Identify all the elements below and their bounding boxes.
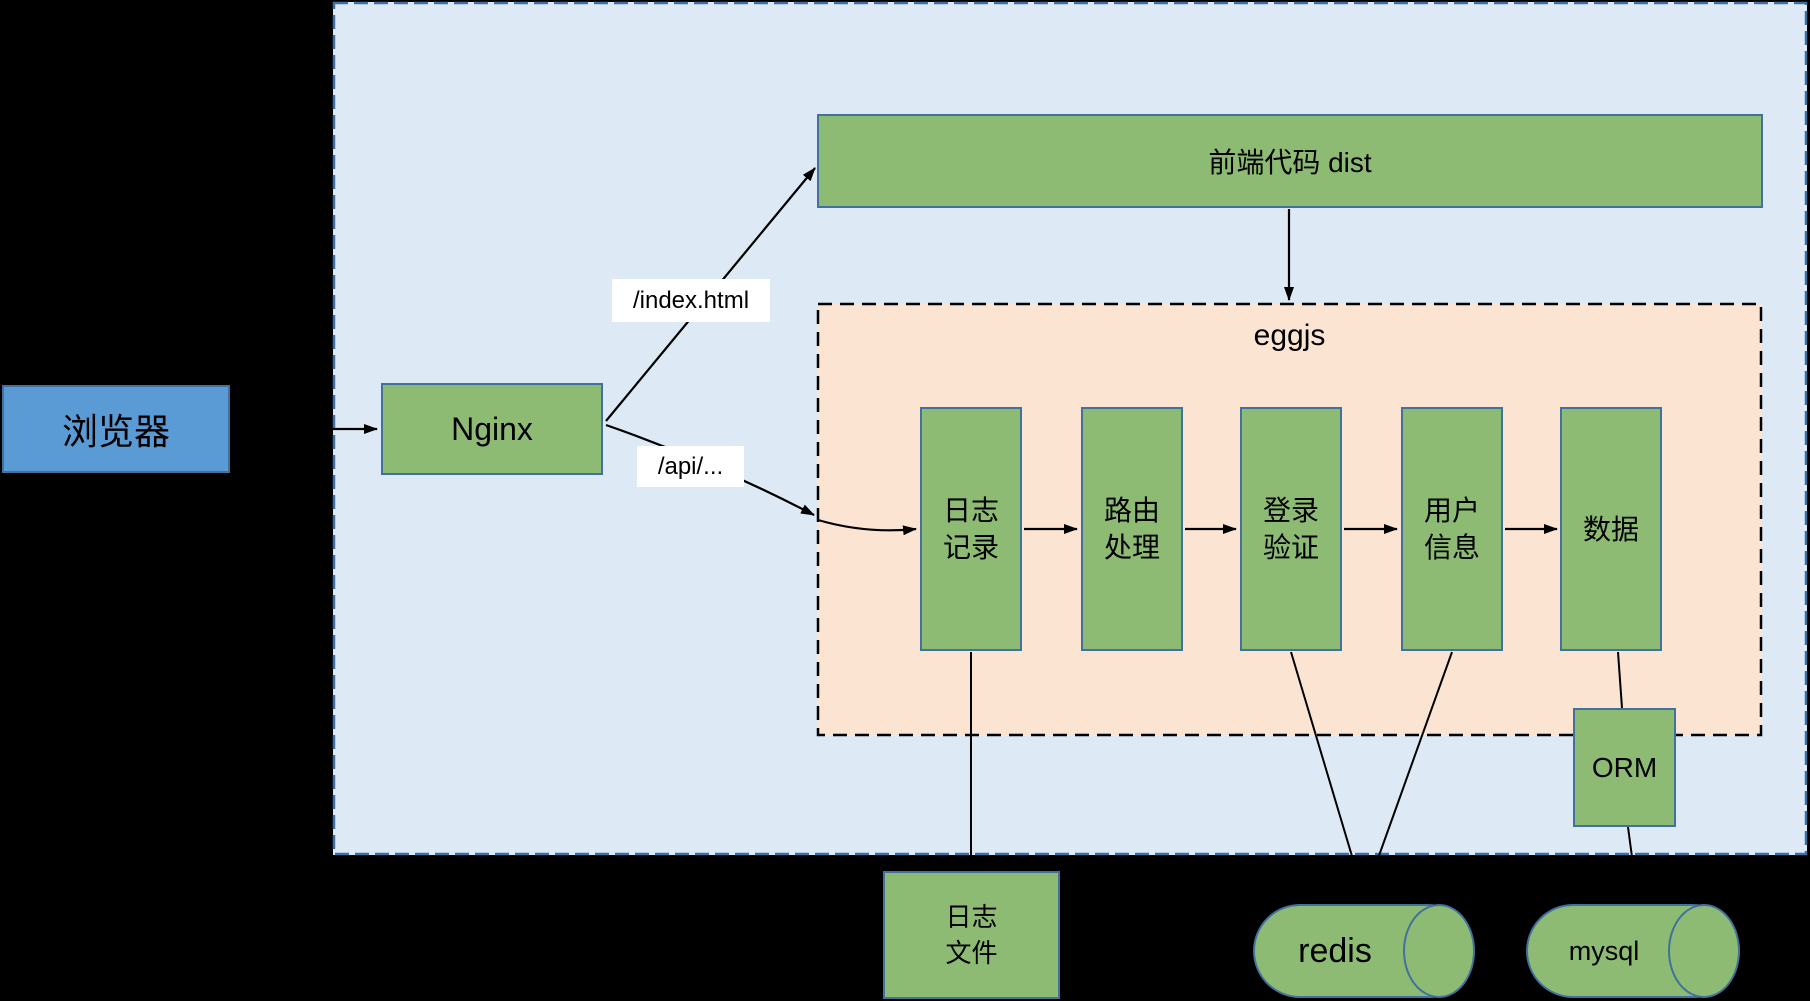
middleware-label-line: 数据 <box>1582 513 1639 545</box>
middleware-label-line: 验证 <box>1262 532 1319 563</box>
middleware-box-log-record: 日志 记录 <box>920 407 1022 651</box>
redis-cylinder: redis <box>1253 904 1475 998</box>
nginx-label: Nginx <box>451 410 533 447</box>
eggjs-title: eggjs <box>1253 319 1326 352</box>
mysql-cylinder: mysql <box>1526 904 1740 998</box>
middleware-box-data: 数据 <box>1560 407 1662 651</box>
log-file-label-line: 日志 <box>945 902 998 932</box>
edge-label-index-html: /index.html <box>612 279 770 322</box>
dist-label: 前端代码 dist <box>1208 147 1372 178</box>
middleware-box-route-handler: 路由 处理 <box>1081 407 1183 651</box>
middleware-label-line: 信息 <box>1423 532 1480 563</box>
middleware-label-line: 日志 <box>942 495 999 526</box>
dist-node: 前端代码 dist <box>817 114 1763 208</box>
mysql-label: mysql <box>1568 935 1640 966</box>
edge-label-api-text: /api/... <box>657 452 724 480</box>
middleware-box-login-auth: 登录 验证 <box>1240 407 1342 651</box>
redis-cylinder-cap <box>1403 904 1475 998</box>
middleware-label-line: 用户 <box>1423 495 1480 526</box>
edge-label-index-html-text: /index.html <box>632 286 750 314</box>
middleware-label-line: 处理 <box>1103 532 1160 563</box>
log-file-node: 日志 文件 <box>883 871 1060 999</box>
middleware-label-line: 记录 <box>942 532 999 563</box>
orm-label: ORM <box>1591 751 1658 783</box>
middleware-label-line: 路由 <box>1103 495 1160 526</box>
orm-node: ORM <box>1573 708 1676 827</box>
browser-label: 浏览器 <box>61 411 170 452</box>
nginx-node: Nginx <box>381 383 603 475</box>
edge-label-api: /api/... <box>637 446 744 487</box>
browser-node: 浏览器 <box>2 385 230 473</box>
log-file-label-line: 文件 <box>945 938 998 968</box>
mysql-cylinder-cap <box>1668 904 1740 998</box>
middleware-label-line: 登录 <box>1262 495 1319 526</box>
redis-label: redis <box>1298 931 1372 970</box>
middleware-box-user-info: 用户 信息 <box>1401 407 1503 651</box>
